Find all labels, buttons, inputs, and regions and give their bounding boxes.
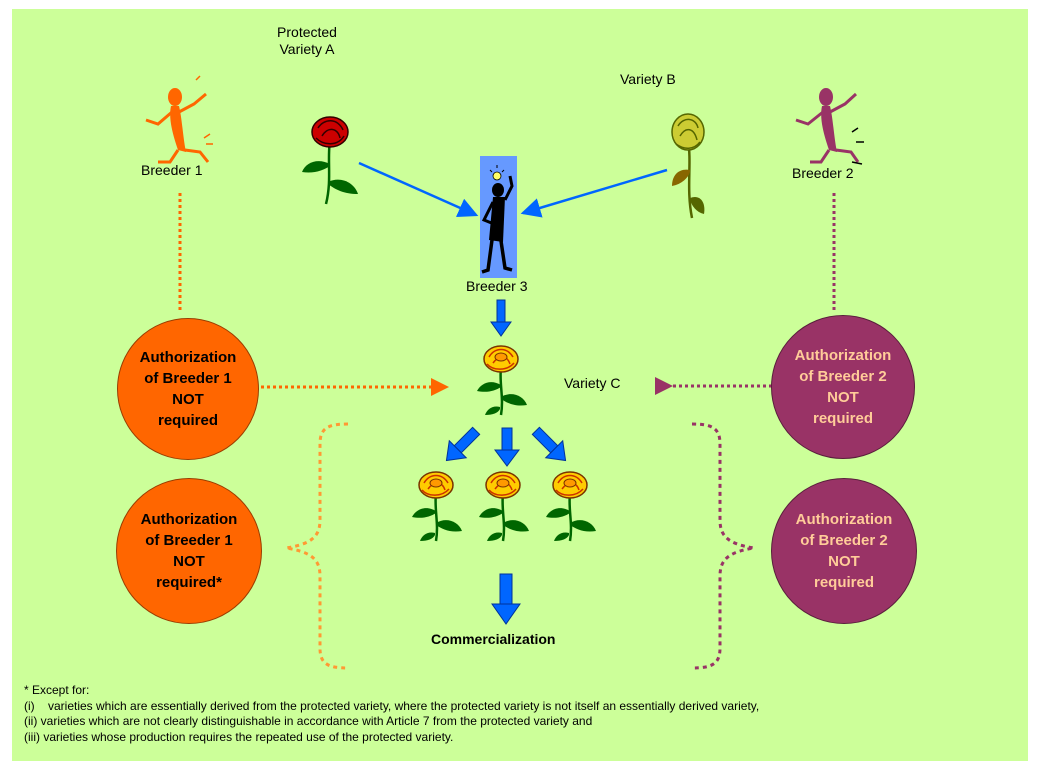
circle-line: required xyxy=(813,574,874,591)
circle-line: Authorization xyxy=(795,511,893,528)
circle-line: NOT xyxy=(827,389,859,406)
footnote-item: (ii) varieties which are not clearly dis… xyxy=(24,714,593,728)
rose-icon xyxy=(475,344,529,417)
circle-line: of Breeder 2 xyxy=(799,368,887,385)
label-protected-line-1: Protected xyxy=(277,24,337,40)
circle-line: required xyxy=(812,410,873,427)
label-protected-line-2: Variety A xyxy=(279,41,335,57)
arrow-breeder-3-to-c xyxy=(490,299,512,337)
arrow-b-to-breeder-3 xyxy=(520,168,668,218)
label-breeder-1: Breeder 1 xyxy=(141,162,203,178)
authorization-circle-breeder-1-top: Authorization of Breeder 1 NOT required xyxy=(117,318,259,460)
circle-line: Authorization xyxy=(794,347,892,364)
circle-line: NOT xyxy=(828,553,860,570)
authorization-circle-breeder-1-bottom: Authorization of Breeder 1 NOT required* xyxy=(116,478,262,624)
dancing-figure-icon xyxy=(145,75,213,164)
arrow-to-commercialization xyxy=(491,573,521,625)
circle-line: required* xyxy=(156,574,222,591)
circle-line: of Breeder 1 xyxy=(145,532,233,549)
label-breeder-2: Breeder 2 xyxy=(792,165,854,181)
rose-icon xyxy=(302,116,358,205)
rose-icon xyxy=(410,470,464,543)
footnote: * Except for: (i) varieties which are es… xyxy=(24,683,759,745)
circle-line: of Breeder 1 xyxy=(144,370,232,387)
circle-line: required xyxy=(157,412,218,429)
thinking-person-icon xyxy=(480,156,517,278)
rose-icon xyxy=(671,113,705,219)
circle-line: NOT xyxy=(172,391,204,408)
authorization-circle-breeder-2-top: Authorization of Breeder 2 NOT required xyxy=(771,315,915,459)
circle-line: NOT xyxy=(173,553,205,570)
authorization-circle-breeder-2-bottom: Authorization of Breeder 2 NOT required xyxy=(771,478,917,624)
dancing-figure-icon xyxy=(795,88,864,165)
right-brace xyxy=(691,422,755,670)
footnote-item: (i) varieties which are essentially deri… xyxy=(24,698,760,713)
rose-icon xyxy=(544,470,598,543)
footnote-heading: * Except for: xyxy=(24,683,90,697)
arrow-c-to-left-rose xyxy=(445,426,481,462)
footnote-item: (iii) varieties whose production require… xyxy=(24,729,454,744)
rose-icon xyxy=(477,470,531,543)
circle-line: Authorization xyxy=(140,511,238,528)
label-protected-variety-a: Protected Variety A xyxy=(262,24,352,58)
label-breeder-3: Breeder 3 xyxy=(466,278,528,294)
left-brace xyxy=(285,422,349,670)
circle-line: Authorization xyxy=(139,349,237,366)
label-variety-b: Variety B xyxy=(620,71,676,87)
circle-line: of Breeder 2 xyxy=(800,532,888,549)
label-commercialization: Commercialization xyxy=(431,631,556,647)
label-variety-c: Variety C xyxy=(564,375,621,391)
arrow-c-to-middle-rose xyxy=(494,427,520,467)
arrow-c-to-right-rose xyxy=(531,426,567,462)
arrow-a-to-breeder-3 xyxy=(358,161,479,218)
